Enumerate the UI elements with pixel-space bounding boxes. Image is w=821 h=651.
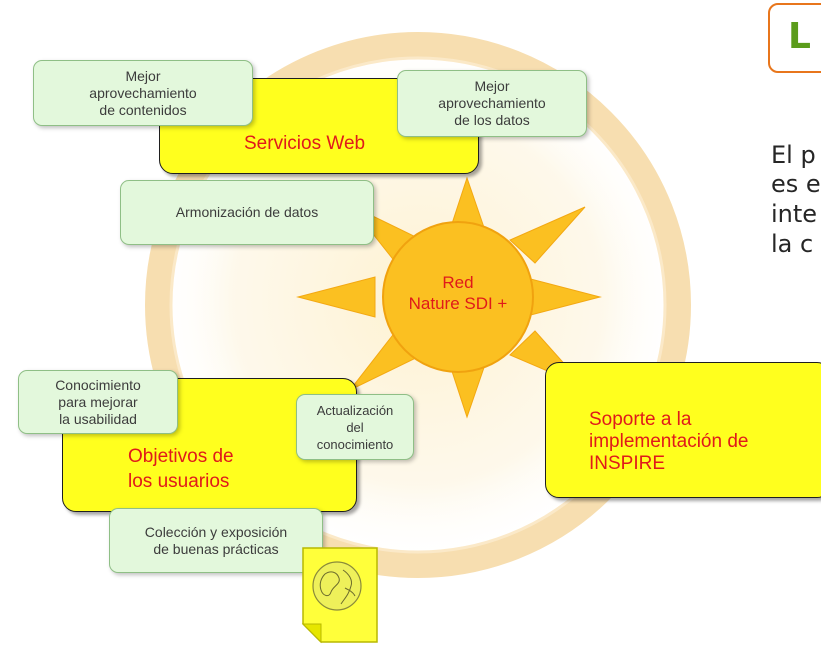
inspire-support-box xyxy=(545,362,821,498)
good-practices-box: Colección y exposición de buenas práctic… xyxy=(109,508,323,573)
body-text-line-4: la c xyxy=(771,230,814,258)
body-text-line-1: El p xyxy=(771,141,816,169)
document-globe-icon xyxy=(301,547,378,644)
inspire-support-label: Soporte a la implementación de INSPIRE xyxy=(589,409,749,474)
better-content-use-box: Mejor aprovechamiento de contenidos xyxy=(33,60,253,126)
ray-w xyxy=(296,276,376,318)
usability-knowledge-box: Conocimiento para mejorar la usabilidad xyxy=(18,370,178,434)
outer-ring xyxy=(145,32,691,578)
data-harmonization-box: Armonización de datos xyxy=(120,180,374,245)
outer-ring-inner-edge xyxy=(169,56,667,554)
title-box xyxy=(768,3,821,73)
user-goals-label: Objetivos de los usuarios xyxy=(128,446,234,492)
body-text-line-2: es e xyxy=(771,170,821,198)
body-text-line-3: inte xyxy=(771,200,818,228)
ray-ne xyxy=(509,206,586,264)
knowledge-update-box: Actualización del conocimiento xyxy=(296,394,414,460)
better-data-use-box: Mejor aprovechamiento de los datos xyxy=(397,70,587,137)
title-letter: L xyxy=(788,16,811,57)
center-label: Red Nature SDI + xyxy=(408,273,508,313)
sun-core xyxy=(382,221,534,373)
services-web-label: Servicios Web xyxy=(244,133,366,154)
